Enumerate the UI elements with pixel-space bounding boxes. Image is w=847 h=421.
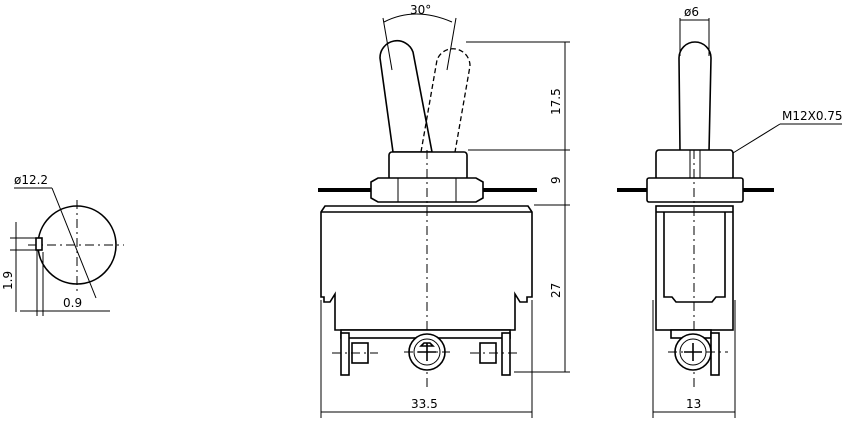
diameter-leader	[51, 187, 97, 299]
side-view: ø6 M12X0.75 13	[617, 5, 843, 418]
toggle-lever	[379, 39, 433, 153]
thread-spec-label: M12X0.75	[782, 109, 843, 123]
angle-arc	[383, 13, 453, 23]
bushing-diameter-label: ø12.2	[14, 173, 48, 187]
toggle-lever-alt-position	[420, 48, 471, 153]
lever-length-label: 17.5	[549, 88, 563, 115]
body-height-label: 27	[549, 283, 563, 298]
mounting-hole-view: ø12.2 1.9 0.9	[1, 173, 124, 316]
front-view: 30° 17.5	[318, 3, 570, 418]
flat-width-label: 0.9	[63, 296, 82, 310]
body-width-label: 33.5	[411, 397, 438, 411]
throw-angle-label: 30°	[410, 3, 431, 17]
side-lever	[678, 41, 712, 153]
side-width-label: 13	[686, 397, 701, 411]
keyway-notch	[35, 237, 43, 251]
lever-diameter-label: ø6	[684, 5, 699, 19]
threaded-bushing	[388, 151, 468, 181]
bushing-height-label: 9	[549, 176, 563, 184]
flat-depth-label: 1.9	[1, 271, 15, 290]
side-hex-nut	[646, 177, 744, 203]
